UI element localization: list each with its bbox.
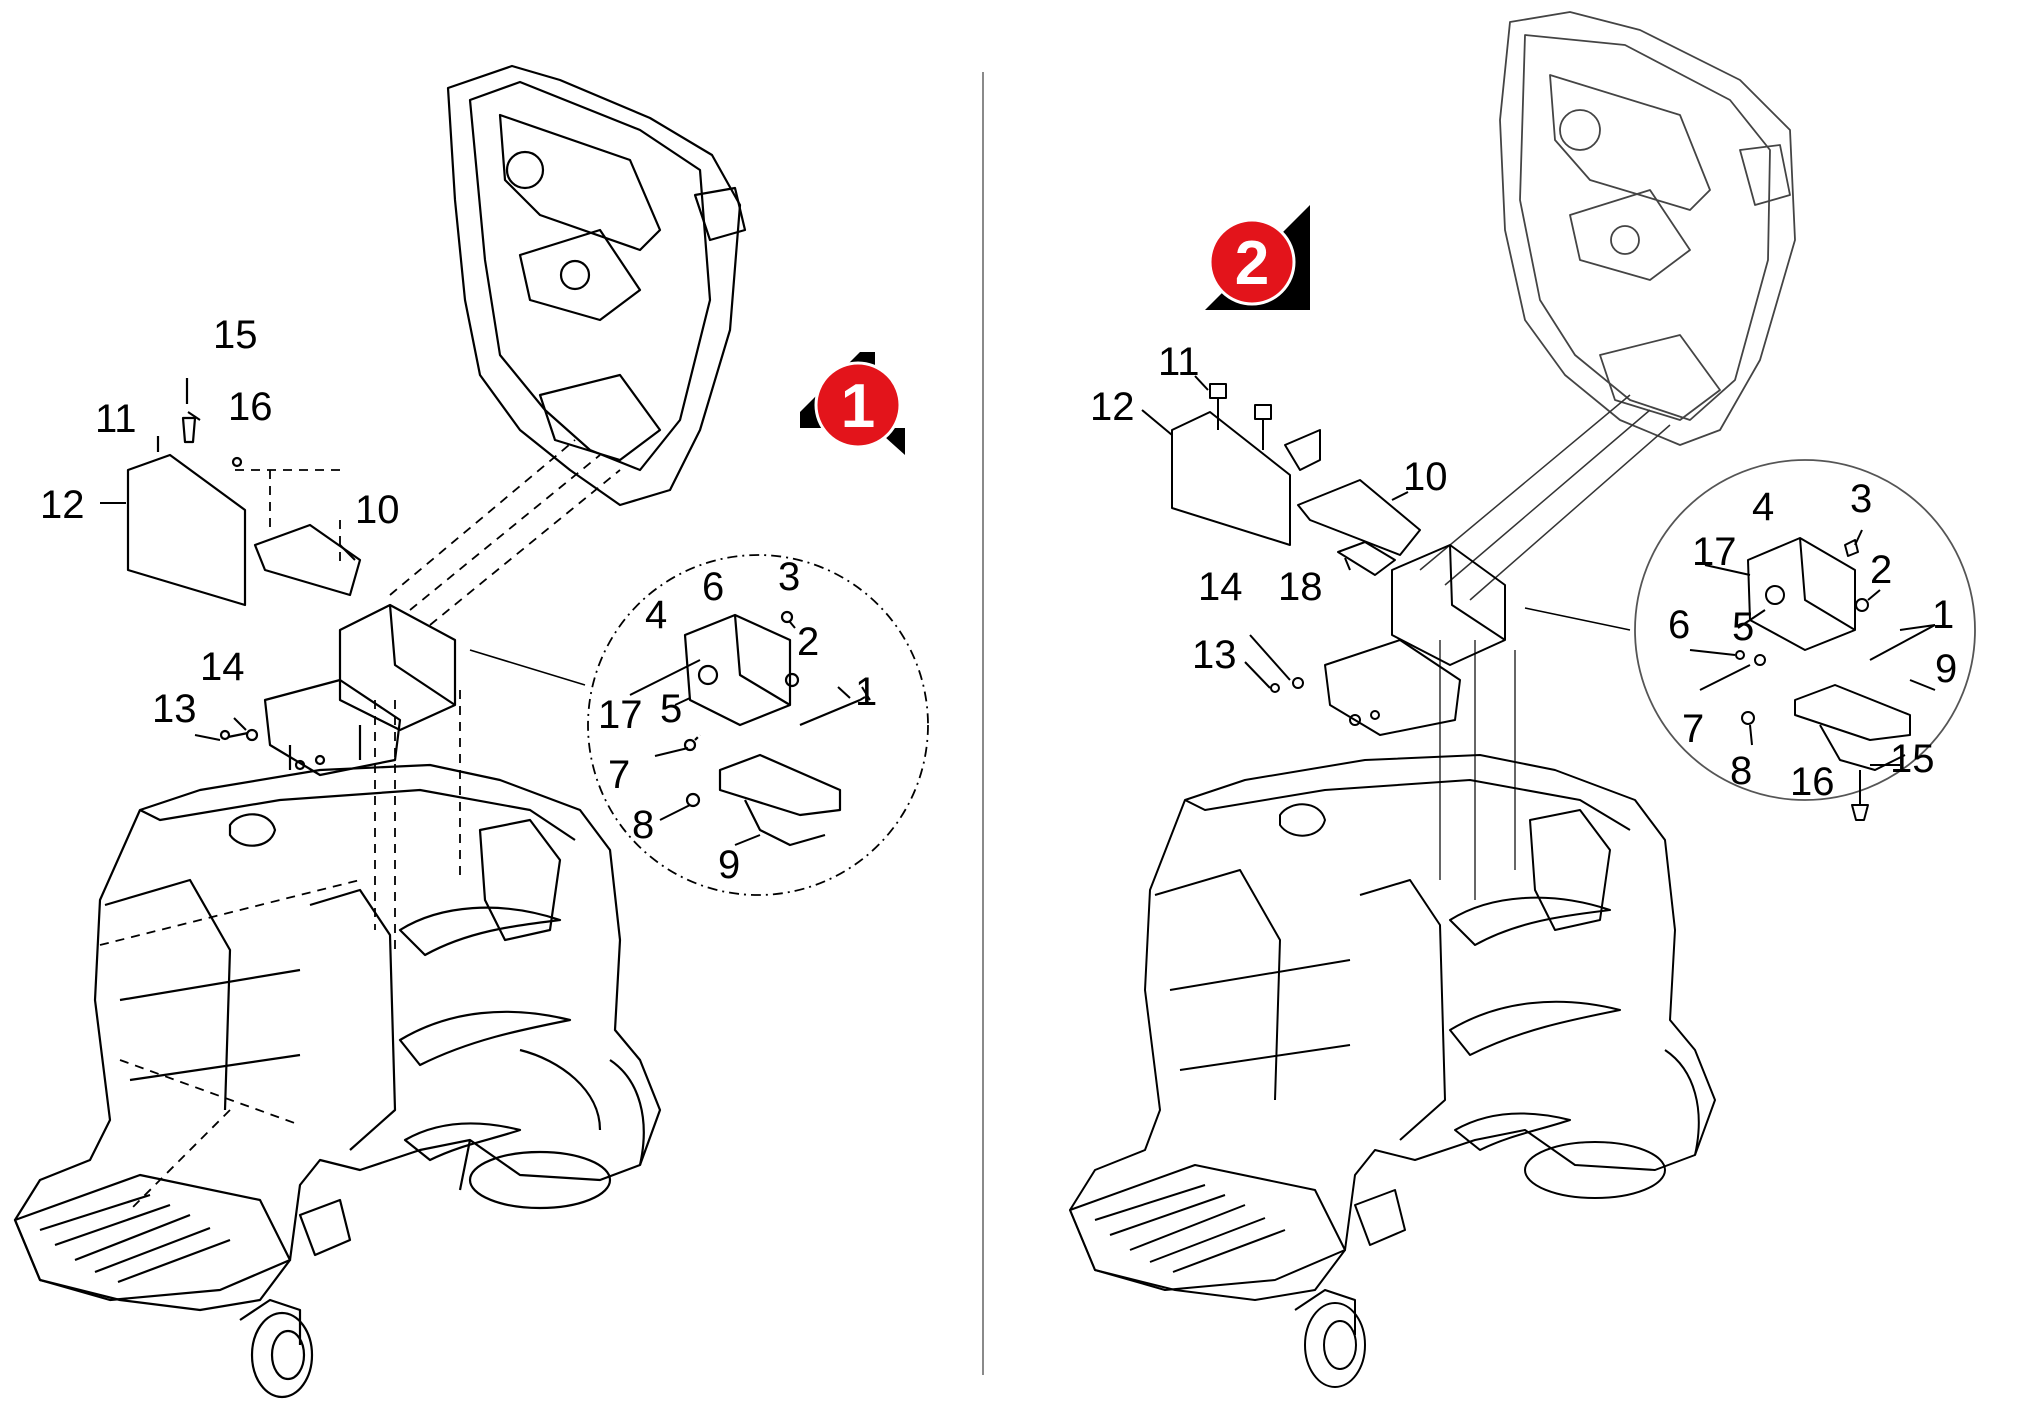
view-badge-1-number: 1: [841, 372, 875, 441]
callout-2-11: 11: [1158, 340, 1200, 384]
assembly-guide-lines: [235, 439, 621, 950]
callout-15: 15: [213, 313, 258, 357]
callout-2-2: 2: [1870, 548, 1892, 592]
callout-2-1: 1: [1932, 593, 1954, 637]
callout-2-8: 8: [1730, 749, 1752, 793]
console-housing: [446, 64, 747, 507]
callout-2-15: 15: [1890, 737, 1935, 781]
callout-2: 2: [797, 620, 819, 664]
callout-4: 4: [645, 593, 667, 637]
detail-circle: [587, 554, 929, 896]
panel-1-leaders: [100, 411, 871, 846]
callout-6: 6: [702, 565, 724, 609]
part-12-plate: [126, 453, 247, 607]
callout-2-18: 18: [1278, 565, 1323, 609]
part-10-bracket-2: [1297, 479, 1421, 556]
callout-17: 17: [598, 693, 643, 737]
callout-16: 16: [228, 385, 273, 429]
wheel: [250, 1311, 314, 1399]
part-12-plate-2: [1171, 411, 1291, 546]
part-18-shim-2: [1337, 541, 1396, 576]
cart-body-2: [1069, 754, 1716, 1388]
callout-1: 1: [855, 670, 877, 714]
callout-7: 7: [608, 753, 630, 797]
view-badge-2-number: 2: [1235, 229, 1269, 298]
callout-2-7: 7: [1682, 707, 1704, 751]
callout-2-16: 16: [1790, 760, 1835, 804]
callout-2-13: 13: [1192, 633, 1237, 677]
callout-9: 9: [718, 843, 740, 887]
callout-2-4: 4: [1752, 485, 1774, 529]
callout-2-10: 10: [1403, 455, 1448, 499]
panel-2-leaders: [1141, 375, 1936, 766]
part-10-bracket: [253, 523, 362, 597]
console-housing-2: [1499, 11, 1796, 446]
callout-10: 10: [355, 488, 400, 532]
panel-1-callouts: 15 16 11 12 10 3 6 4 2 14 13 17 5 1 7 8 …: [40, 313, 877, 887]
assembly-guide-lines-2: [1419, 394, 1671, 900]
callout-12: 12: [40, 483, 85, 527]
callout-5: 5: [660, 687, 682, 731]
callout-2-17: 17: [1692, 530, 1737, 574]
callout-14: 14: [200, 645, 245, 689]
callout-3: 3: [778, 555, 800, 599]
view-badge-1: [800, 352, 905, 455]
callout-2-14: 14: [1198, 565, 1243, 609]
callout-2-5: 5: [1732, 605, 1754, 649]
callout-2-6: 6: [1668, 603, 1690, 647]
cart-body: [13, 763, 662, 1399]
callout-2-12: 12: [1090, 385, 1135, 429]
callout-2-9: 9: [1935, 647, 1957, 691]
wheel-2: [1304, 1302, 1366, 1388]
panel-1: [13, 64, 929, 1399]
callout-13: 13: [152, 687, 197, 731]
callout-11: 11: [95, 397, 137, 441]
view-badge-2: [1205, 205, 1310, 310]
panel-2-callouts: 11 12 10 14 18 13 4 3 17 2 5 6 1 9 7 8 1…: [1090, 340, 1957, 804]
detail-circle-2: [1634, 459, 1976, 801]
callout-8: 8: [632, 803, 654, 847]
callout-2-3: 3: [1850, 477, 1872, 521]
panel-2: [1069, 11, 1976, 1388]
